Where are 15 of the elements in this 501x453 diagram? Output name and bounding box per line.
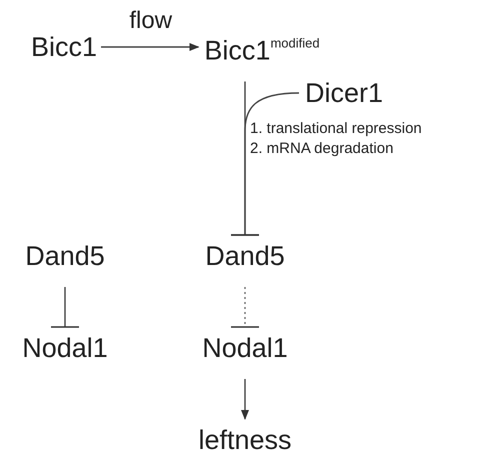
note-text: 1. translational repression xyxy=(250,120,422,138)
gene-label: Bicc1$^{modified}$ xyxy=(204,28,320,66)
inhibition-line xyxy=(230,286,260,328)
inhibition-line xyxy=(50,287,80,328)
gene-label: Nodal1 xyxy=(202,333,288,363)
gene-label: Dand5 xyxy=(205,241,285,271)
inhibition-line xyxy=(230,92,299,236)
arrow xyxy=(241,379,249,420)
gene-label: Bicc1 xyxy=(30,32,98,62)
gene-label: Dicer1 xyxy=(304,78,384,108)
arrow xyxy=(101,43,200,51)
gene-label: Nodal1 xyxy=(22,333,108,363)
note-text: 2. mRNA degradation xyxy=(250,140,394,158)
gene-label: Dand5 xyxy=(25,241,105,271)
gene-label: leftness xyxy=(198,425,292,453)
